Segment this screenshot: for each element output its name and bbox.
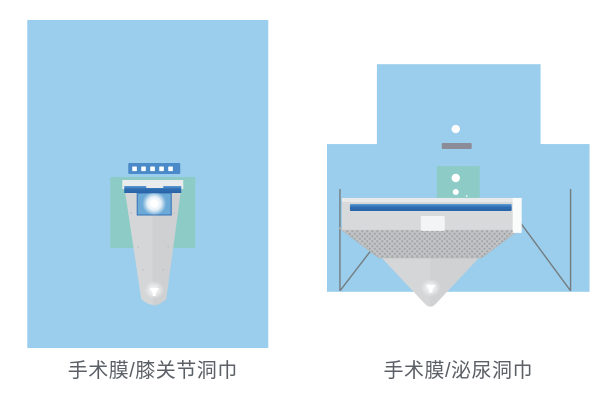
teal-panel-dot-upper xyxy=(451,173,460,183)
cone-tip-mark xyxy=(425,284,436,293)
instrument-panel-right-edge xyxy=(512,197,522,233)
drape-tip-mark xyxy=(149,288,160,296)
knee-drape-illustration xyxy=(0,0,306,356)
urology-drape-illustration xyxy=(306,0,611,356)
product-caption-knee: 手术膜/膝关节洞巾 xyxy=(67,360,238,382)
instrument-panel-highlight xyxy=(341,197,522,202)
product-card-urology-drape[interactable]: 手术膜/泌尿洞巾 xyxy=(306,0,611,405)
teal-panel-dot-lower xyxy=(452,188,459,195)
adhesive-bar xyxy=(124,186,182,193)
teal-panel xyxy=(436,166,480,202)
adhesive-bar-center-notch xyxy=(146,183,164,188)
top-vent-dot xyxy=(451,124,460,134)
top-strap xyxy=(441,143,472,150)
teal-panel-dot-small xyxy=(465,194,468,197)
header-strip-dots xyxy=(132,166,173,172)
adhesive-bar xyxy=(349,203,512,211)
product-card-knee-drape[interactable]: 手术膜/膝关节洞巾 xyxy=(0,0,306,405)
product-caption-urology: 手术膜/泌尿洞巾 xyxy=(383,360,534,382)
drape-cone-shade xyxy=(429,254,482,307)
drape-sheet-upper xyxy=(376,64,541,147)
incision-core xyxy=(150,199,159,208)
center-window xyxy=(420,215,445,231)
